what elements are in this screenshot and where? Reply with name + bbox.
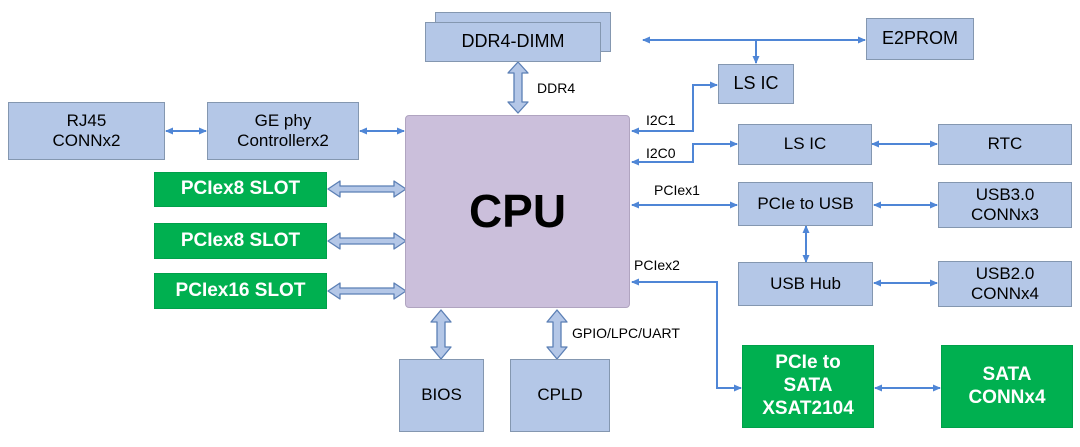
cpld-label: CPLD <box>537 385 583 405</box>
sata-bridge-line2: SATA <box>783 375 833 397</box>
link-i2c0 <box>631 140 738 166</box>
usb-hub-box: USB Hub <box>738 262 873 306</box>
sata-conn-box: SATA CONNx4 <box>941 345 1073 428</box>
link-i2c1 <box>631 81 718 135</box>
fat-arrow-bios <box>430 309 452 360</box>
i2c0-label: I2C0 <box>646 145 676 161</box>
link-pciex2 <box>631 278 742 392</box>
rj45-box: RJ45 CONNx2 <box>8 102 165 160</box>
ls-ic-mid-box: LS IC <box>738 124 872 165</box>
pcie-to-usb-label: PCIe to USB <box>757 193 854 213</box>
bios-box: BIOS <box>399 359 484 432</box>
slot-3-label: PCIex16 SLOT <box>175 279 306 301</box>
sata-conn-line2: CONNx4 <box>968 386 1046 408</box>
usb3-conn-box: USB3.0 CONNx3 <box>938 182 1072 228</box>
rj45-label-line2: CONNx2 <box>52 131 121 150</box>
e2prom-box: E2PROM <box>866 18 974 60</box>
pciex8-slot-1: PCIex8 SLOT <box>154 172 327 207</box>
rj45-label-line1: RJ45 <box>66 110 107 130</box>
pcie-to-usb-box: PCIe to USB <box>738 182 873 226</box>
pciex2-label: PCIex2 <box>634 257 680 273</box>
pciex1-label: PCIex1 <box>654 182 700 198</box>
ge-phy-label-line2: Controllerx2 <box>237 131 329 150</box>
pciex8-slot-2: PCIex8 SLOT <box>154 223 327 259</box>
pcie-to-sata-box: PCIe to SATA XSAT2104 <box>742 345 874 428</box>
sata-bridge-line1: PCIe to <box>775 352 841 374</box>
ge-phy-box: GE phy Controllerx2 <box>207 102 359 160</box>
slot-1-label: PCIex8 SLOT <box>180 178 301 200</box>
usb2-conn-box: USB2.0 CONNx4 <box>938 261 1072 307</box>
cpu-label: CPU <box>468 184 567 237</box>
usb3-label-line1: USB3.0 <box>975 184 1035 204</box>
slot-2-label: PCIex8 SLOT <box>180 229 301 251</box>
pciex16-slot: PCIex16 SLOT <box>154 273 327 309</box>
fat-arrow-slot1 <box>327 180 407 198</box>
cpu-block: CPU <box>405 115 630 308</box>
ls-ic-top-box: LS IC <box>718 64 794 104</box>
sata-conn-line1: SATA <box>982 363 1032 385</box>
usb2-label-line2: CONNx4 <box>970 284 1039 303</box>
cpld-box: CPLD <box>510 359 610 432</box>
rtc-label: RTC <box>987 134 1023 154</box>
dimm-label: DDR4-DIMM <box>461 31 565 52</box>
fat-arrow-ddr4 <box>507 61 529 114</box>
ddr4-bus-label: DDR4 <box>537 80 576 96</box>
ge-phy-label-line1: GE phy <box>254 110 312 130</box>
e2prom-label: E2PROM <box>881 28 959 49</box>
i2c1-label: I2C1 <box>646 112 676 128</box>
sata-bridge-line3: XSAT2104 <box>762 397 854 419</box>
fat-arrow-cpld <box>546 309 568 360</box>
ls-ic-top-label: LS IC <box>733 73 779 94</box>
rtc-box: RTC <box>938 124 1072 165</box>
usb-hub-label: USB Hub <box>770 273 841 293</box>
usb2-label-line1: USB2.0 <box>975 263 1035 283</box>
fat-arrow-slot2 <box>327 232 407 250</box>
ls-ic-mid-label: LS IC <box>783 134 827 154</box>
bios-label: BIOS <box>421 385 462 405</box>
gpio-lpc-uart-label: GPIO/LPC/UART <box>572 325 680 341</box>
usb3-label-line2: CONNx3 <box>970 205 1039 224</box>
fat-arrow-slot3 <box>327 282 407 300</box>
dimm-box: DDR4-DIMM <box>425 22 601 62</box>
